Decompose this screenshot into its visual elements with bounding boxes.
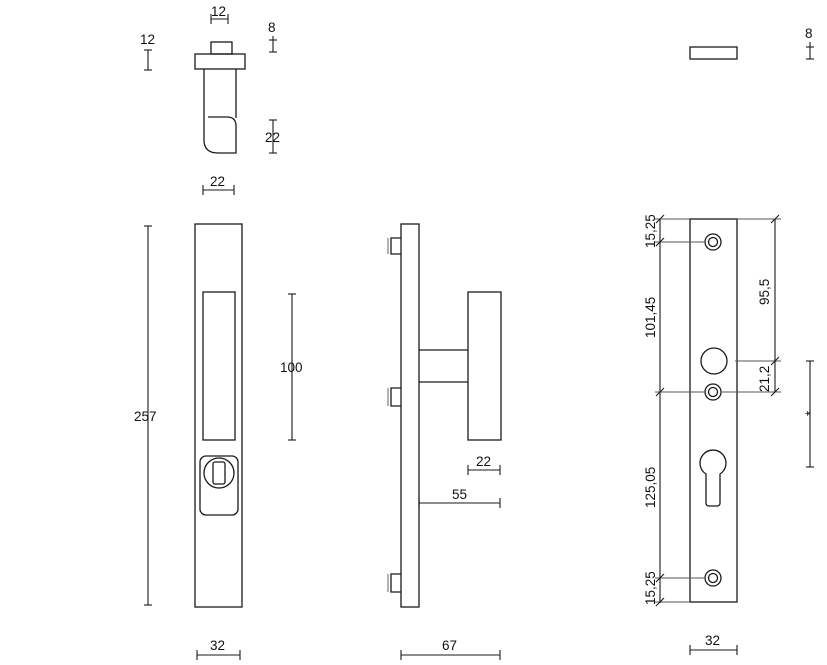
plate-top-view: [689, 46, 738, 60]
side-handle: [467, 291, 502, 441]
dim-label: 55: [452, 487, 467, 502]
thumb-turn-circle: [203, 457, 235, 489]
front-plate: [194, 223, 243, 608]
dim-label: 67: [442, 638, 457, 653]
dim-top-grip-radius: 22: [265, 119, 280, 154]
dim-label: 8: [805, 26, 813, 41]
dim-plate-right: 95,5 21,2 *: [722, 214, 818, 468]
dim-label: 22: [265, 130, 280, 145]
dim-plate-top-thickness: 8: [805, 26, 814, 60]
dim-label: 22: [476, 454, 491, 469]
dim-label: 100: [280, 360, 303, 375]
dim-top-knob-height-right: 8: [268, 20, 277, 53]
front-recess: [202, 291, 236, 441]
dim-plate-left: 15,25 101,45 125,05 15,25: [643, 214, 704, 607]
dim-top-body-width: 22: [202, 174, 235, 195]
dim-side-total-depth: 67: [400, 638, 501, 660]
thumb-turn-housing: [199, 455, 239, 516]
dim-side-handle-depth: 22: [467, 454, 501, 475]
dim-top-knob-height-left: 12: [140, 32, 155, 71]
dim-label: 8: [268, 20, 276, 35]
dim-top-knob-width: 12: [210, 4, 229, 24]
screw-hole-middle: [704, 383, 722, 401]
dim-label: 15,25: [643, 571, 658, 605]
screw-hole-top: [704, 233, 722, 251]
dim-label: 257: [134, 409, 157, 424]
front-view: [194, 223, 243, 608]
spindle-hole: [700, 347, 728, 375]
dim-label: 95,5: [757, 279, 772, 305]
dim-label: 22: [210, 174, 225, 189]
dim-label: 12: [211, 4, 226, 19]
top-view: [194, 41, 246, 154]
dim-front-height: 257: [134, 225, 157, 606]
top-grip: [203, 69, 237, 154]
cylinder-cutout: [699, 449, 727, 507]
dim-label: 32: [210, 638, 225, 653]
dim-label: 125,05: [643, 467, 658, 508]
side-view: [387, 223, 502, 608]
top-flange: [194, 53, 246, 70]
top-knob: [210, 41, 233, 55]
dim-label: 12: [140, 32, 155, 47]
dim-side-projection: 55: [418, 487, 501, 508]
thumb-turn-grip: [212, 461, 226, 485]
dim-label: 21,2: [757, 366, 772, 392]
dim-label: *: [803, 410, 818, 416]
dim-label: 101,45: [643, 297, 658, 338]
dim-label: 32: [705, 633, 720, 648]
mounting-plate-view: [689, 46, 738, 603]
side-plate: [400, 223, 420, 608]
screw-hole-bottom: [704, 569, 722, 587]
dim-plate-width: 32: [689, 633, 738, 655]
dim-label: 15,25: [643, 214, 658, 248]
dim-front-width: 32: [196, 638, 241, 660]
mounting-plate: [689, 218, 738, 603]
dim-front-recess: 100: [280, 293, 303, 441]
